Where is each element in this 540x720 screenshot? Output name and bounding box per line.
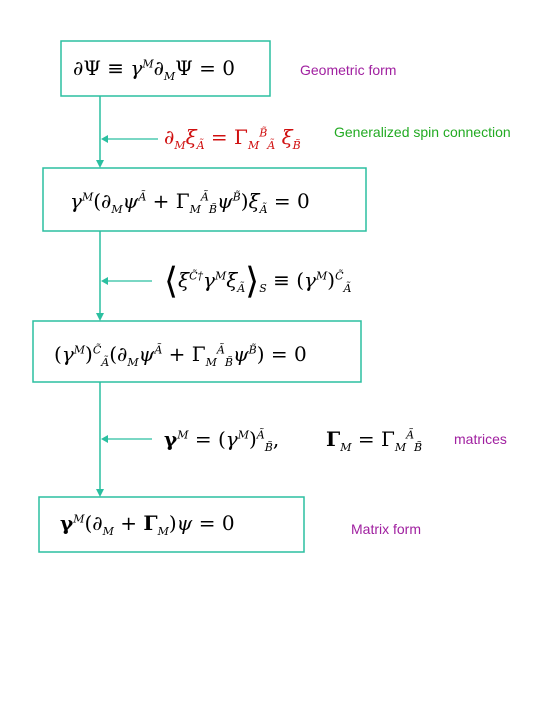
box-geometric-form [60, 40, 271, 97]
box-step-2 [42, 167, 367, 232]
flow-arrowhead-3 [96, 489, 104, 497]
equation-gamma-matrix: ΓM = ΓMÃB̃ [326, 427, 423, 454]
equation-step-3: (γM)C̃Ã(∂MψÃ + ΓMÃB̃ψB̃) = 0 [54, 342, 307, 369]
side-arrowhead-1 [101, 135, 108, 143]
side-arrowhead-3 [101, 435, 108, 443]
label-geometric-form: Geometric form [300, 62, 397, 78]
box-matrix-form [38, 496, 305, 553]
equation-inner-product: ⟨ξC̃†γMξÃ⟩S ≡ (γM)C̃Ã [164, 261, 352, 302]
equation-matrix-form: γM(∂M + ΓM)ψ = 0 [60, 511, 235, 538]
label-matrices: matrices [454, 431, 507, 447]
side-arrowhead-2 [101, 277, 108, 285]
label-matrix-form: Matrix form [351, 521, 421, 537]
flow-arrowhead-1 [96, 160, 104, 168]
flow-arrowhead-2 [96, 313, 104, 321]
box-step-3 [32, 320, 362, 383]
equation-geometric: ∂Ψ ≡ γM∂MΨ = 0 [73, 56, 235, 83]
equation-matrices: γM = (γM)ÃB̃, [164, 427, 280, 454]
equation-spin-connection: ∂MξÃ = ΓMB̃Ã ξB̃ [164, 125, 301, 152]
label-spin-connection: Generalized spin connection [334, 124, 511, 140]
equation-step-2: γM(∂MψÃ + ΓMÃB̃ψB̃)ξÃ = 0 [70, 189, 310, 216]
